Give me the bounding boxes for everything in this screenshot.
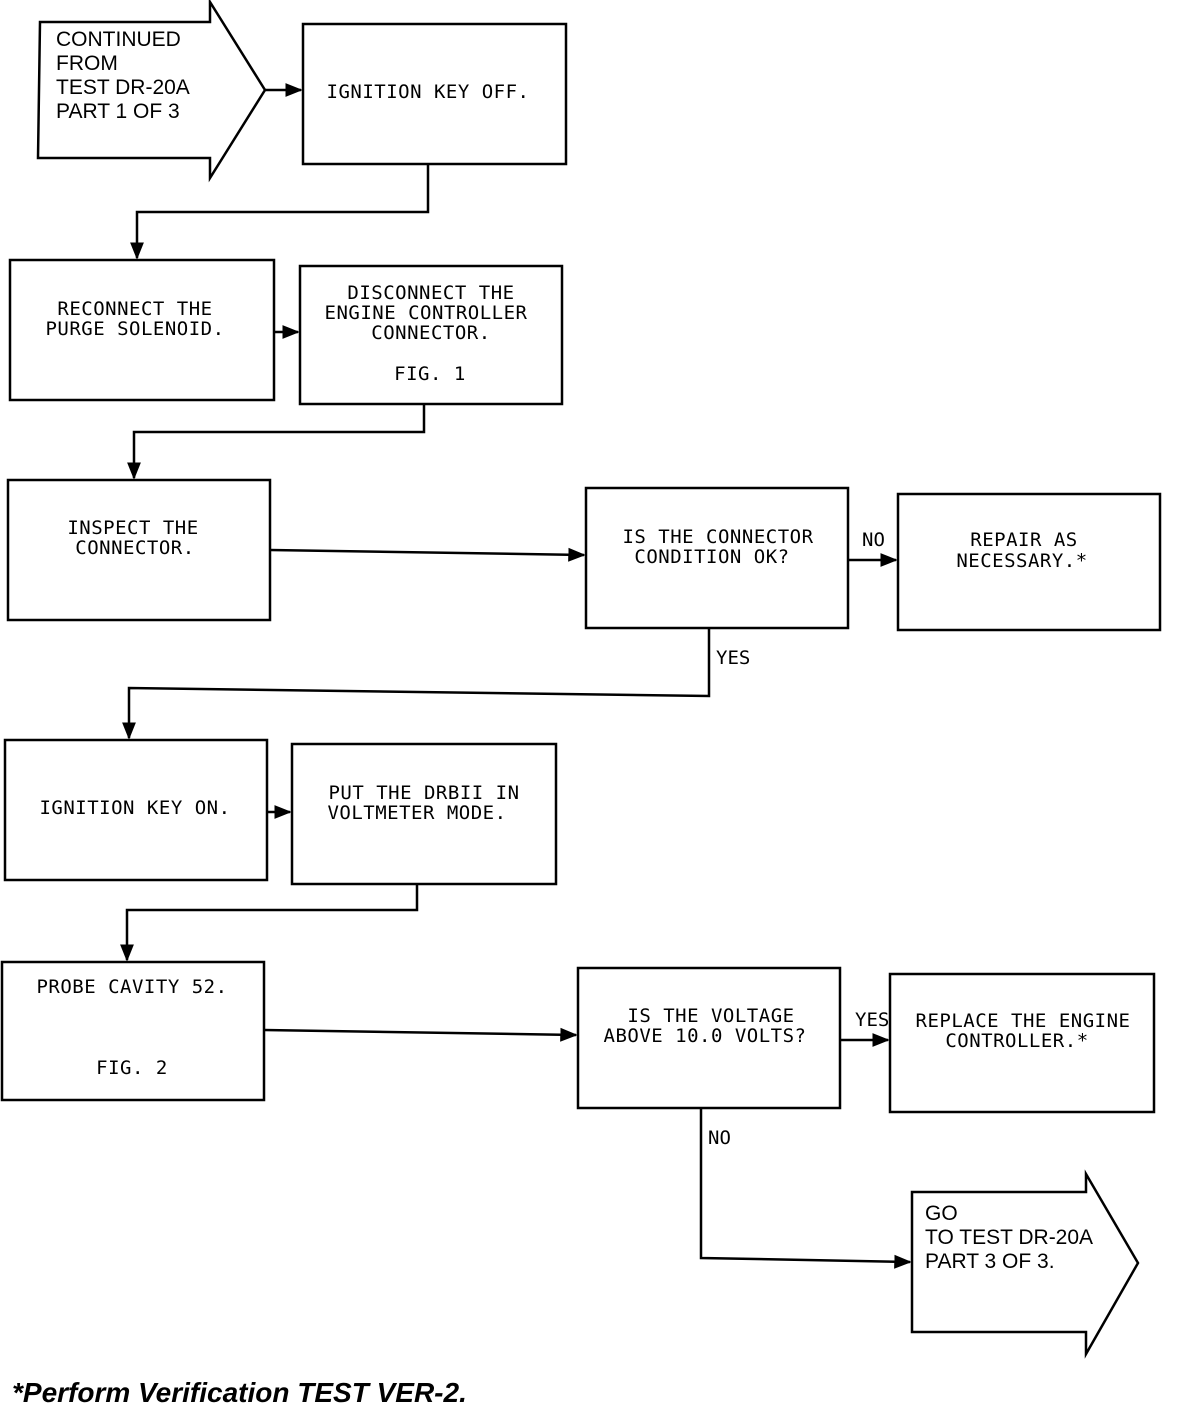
start-arrow-line-4: PART 1 OF 3 (56, 100, 180, 123)
connector-drbii-to-probe (120, 884, 419, 962)
decision-voltage: IS THE VOLTAGE ABOVE 10.0 VOLTS? (576, 966, 842, 1110)
box-reconnect-purge-solenoid: RECONNECT THE PURGE SOLENOID. (8, 258, 276, 402)
end-arrow: GO TO TEST DR-20A PART 3 OF 3. (910, 1169, 1140, 1359)
box-disconnect-controller: DISCONNECT THE ENGINE CONTROLLER CONNECT… (298, 264, 564, 406)
voltage-line-2: ABOVE 10.0 VOLTS? (604, 1025, 807, 1047)
end-arrow-line-2: TO TEST DR-20A (925, 1226, 1093, 1249)
disconnect-line-2: ENGINE CONTROLLER (325, 302, 528, 324)
replace-line-1: REPLACE THE ENGINE (916, 1010, 1131, 1032)
connector-voltage-no-to-end (699, 1108, 912, 1269)
box-repair-as-necessary: REPAIR AS NECESSARY.* (896, 492, 1162, 632)
connectors (120, 83, 912, 1269)
box-ignition-key-off: IGNITION KEY OFF. (301, 22, 568, 166)
end-arrow-line-1: GO (925, 1202, 958, 1225)
ignition-on-text: IGNITION KEY ON. (39, 797, 230, 819)
disconnect-fig: FIG. 1 (394, 363, 466, 385)
replace-line-2: CONTROLLER.* (945, 1030, 1088, 1052)
drbii-line-2: VOLTMETER MODE. (327, 802, 506, 824)
disconnect-line-1: DISCONNECT THE (347, 282, 514, 304)
probe-text: PROBE CAVITY 52. (36, 976, 227, 998)
label-connector-no: NO (862, 529, 885, 551)
connector-disconnect-to-inspect (127, 404, 426, 480)
inspect-line-2: CONNECTOR. (75, 537, 194, 559)
disconnect-line-3: CONNECTOR. (371, 322, 490, 344)
ignition-off-text: IGNITION KEY OFF. (327, 81, 530, 103)
start-arrow-line-3: TEST DR-20A (56, 76, 190, 99)
box-inspect-connector: INSPECT THE CONNECTOR. (6, 478, 272, 622)
drbii-line-1: PUT THE DRBII IN (328, 782, 519, 804)
voltage-line-1: IS THE VOLTAGE (627, 1005, 794, 1027)
label-voltage-no: NO (708, 1127, 731, 1149)
reconnect-line-1: RECONNECT THE (57, 298, 212, 320)
connector-decision-yes-to-ignition-on (122, 628, 711, 740)
label-voltage-yes: YES (855, 1009, 889, 1031)
decision-connector-condition: IS THE CONNECTOR CONDITION OK? (584, 486, 850, 630)
box-ignition-key-on: IGNITION KEY ON. (3, 738, 269, 882)
reconnect-line-2: PURGE SOLENOID. (45, 318, 224, 340)
connector-ignition-off-to-reconnect (130, 164, 430, 260)
repair-line-2: NECESSARY.* (956, 550, 1087, 572)
inspect-line-1: INSPECT THE (67, 517, 198, 539)
connector-inspect-to-decision (269, 547, 586, 562)
start-arrow-line-2: FROM (56, 52, 118, 75)
connector-ok-line-1: IS THE CONNECTOR (622, 526, 813, 548)
end-arrow-line-3: PART 3 OF 3. (925, 1250, 1055, 1273)
box-drbii-voltmeter: PUT THE DRBII IN VOLTMETER MODE. (290, 742, 558, 886)
footnote: *Perform Verification TEST VER-2. (12, 1377, 467, 1408)
start-arrow: CONTINUED FROM TEST DR-20A PART 1 OF 3 (36, 0, 267, 183)
connector-probe-to-voltage (263, 1027, 578, 1042)
connector-ok-line-2: CONDITION OK? (634, 546, 789, 568)
probe-fig: FIG. 2 (96, 1057, 168, 1079)
label-connector-yes: YES (716, 647, 750, 669)
box-replace-controller: REPLACE THE ENGINE CONTROLLER.* (888, 972, 1156, 1114)
repair-line-1: REPAIR AS (970, 529, 1077, 551)
start-arrow-line-1: CONTINUED (56, 28, 181, 51)
box-probe-cavity: PROBE CAVITY 52. FIG. 2 (0, 960, 266, 1102)
